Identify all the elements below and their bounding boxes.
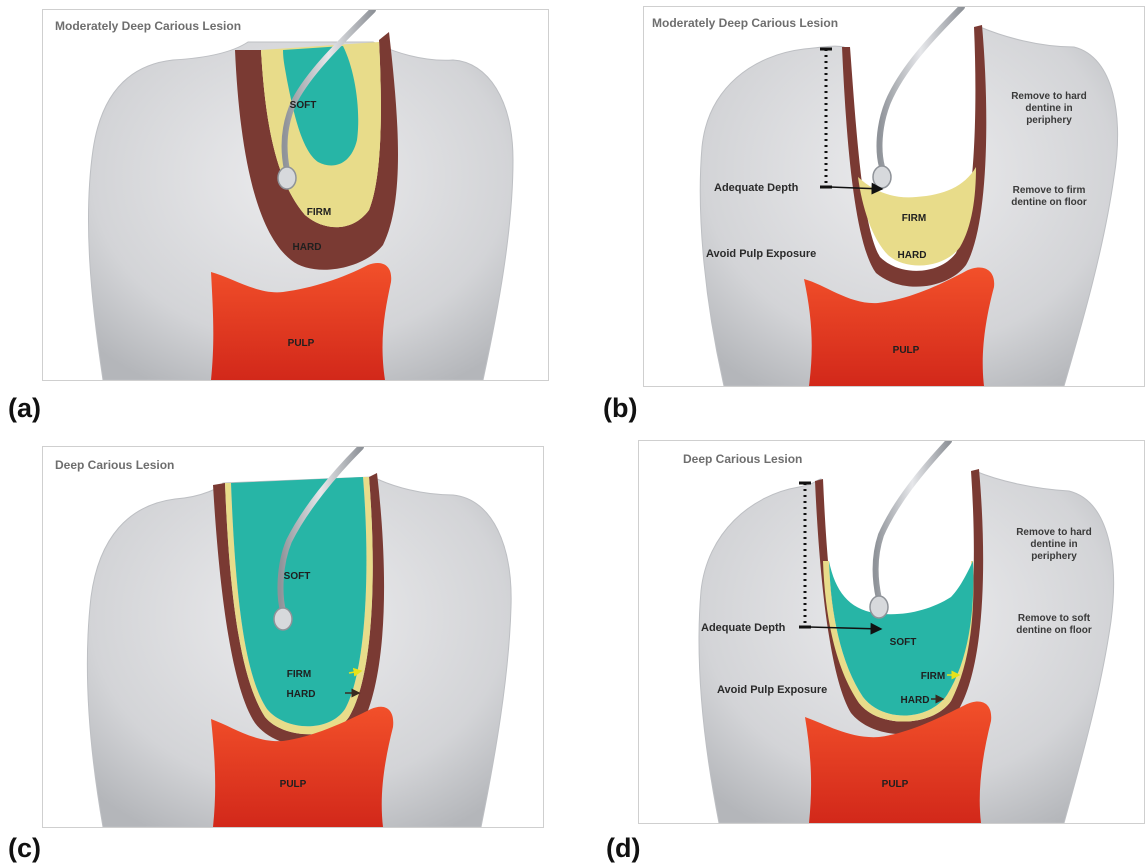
label-pulp: PULP: [280, 779, 307, 790]
explorer-tip-icon: [274, 608, 292, 630]
panel-a: Moderately Deep Carious Lesion SOFT FIRM…: [42, 9, 549, 381]
label-hard: HARD: [898, 250, 927, 261]
note-periphery-2: dentine in: [1030, 539, 1077, 550]
label-hard: HARD: [287, 689, 316, 700]
note-floor-1: Remove to soft: [1018, 613, 1091, 624]
avoid-pulp-exposure-label: Avoid Pulp Exposure: [706, 248, 816, 260]
explorer-tip-icon: [278, 167, 296, 189]
label-pulp: PULP: [882, 779, 909, 790]
note-floor-1: Remove to firm: [1013, 185, 1086, 196]
label-soft: SOFT: [284, 571, 311, 582]
note-periphery-3: periphery: [1026, 115, 1072, 126]
label-hard: HARD: [901, 695, 930, 706]
explorer-tip-icon: [873, 166, 891, 188]
caption-b: (b): [603, 393, 637, 424]
caption-c: (c): [8, 833, 41, 864]
label-pulp: PULP: [893, 345, 920, 356]
avoid-pulp-exposure-label: Avoid Pulp Exposure: [717, 684, 827, 696]
dental-explorer-icon: [876, 441, 950, 599]
panel-title: Moderately Deep Carious Lesion: [55, 19, 241, 33]
panel-title: Deep Carious Lesion: [55, 458, 174, 472]
caption-a: (a): [8, 393, 41, 424]
note-periphery-1: Remove to hard: [1011, 91, 1087, 102]
panel-b: Moderately Deep Carious Lesion Adequate …: [643, 6, 1145, 387]
label-soft: SOFT: [890, 637, 917, 648]
label-firm: FIRM: [902, 213, 926, 224]
label-firm: FIRM: [287, 669, 311, 680]
label-pulp: PULP: [288, 338, 315, 349]
panel-d: Deep Carious Lesion Adequate Depth Avoid…: [638, 440, 1145, 824]
panel-title: Moderately Deep Carious Lesion: [652, 16, 838, 30]
note-floor-2: dentine on floor: [1011, 197, 1087, 208]
label-firm: FIRM: [307, 207, 331, 218]
adequate-depth-label: Adequate Depth: [701, 622, 786, 634]
note-periphery-1: Remove to hard: [1016, 527, 1092, 538]
note-floor-2: dentine on floor: [1016, 625, 1092, 636]
label-firm: FIRM: [921, 671, 945, 682]
label-hard: HARD: [293, 242, 322, 253]
adequate-depth-label: Adequate Depth: [714, 182, 799, 194]
panel-c: Deep Carious Lesion SOFT FIRM HARD PULP: [42, 446, 544, 828]
caption-d: (d): [606, 833, 640, 864]
panel-title: Deep Carious Lesion: [683, 452, 802, 466]
note-periphery-3: periphery: [1031, 551, 1077, 562]
dental-explorer-icon: [880, 7, 962, 167]
label-soft: SOFT: [290, 100, 317, 111]
explorer-tip-icon: [870, 596, 888, 618]
note-periphery-2: dentine in: [1025, 103, 1072, 114]
